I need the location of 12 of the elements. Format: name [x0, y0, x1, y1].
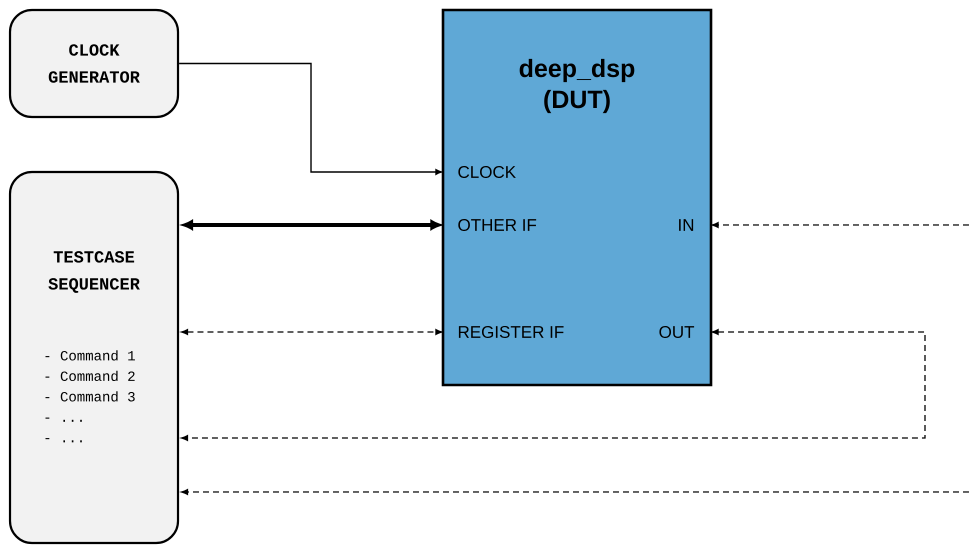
sequencer-box: TESTCASE SEQUENCER - Command 1 - Command 2 - Command 3 - ... - ... — [8, 170, 180, 544]
port-label: IN — [679, 219, 694, 231]
connector-arrow — [712, 222, 969, 228]
port-label: CLOCK — [458, 166, 516, 178]
port-label: REGISTER IF — [458, 326, 564, 338]
connector-arrow — [179, 62, 442, 175]
port-label: OTHER IF — [458, 218, 536, 232]
connector-arrow — [181, 329, 442, 335]
connector-arrow — [181, 329, 926, 441]
port-label: OUT — [659, 326, 694, 338]
generator-box: CLOCK GENERATOR — [8, 8, 180, 118]
connector-arrow — [181, 489, 969, 495]
